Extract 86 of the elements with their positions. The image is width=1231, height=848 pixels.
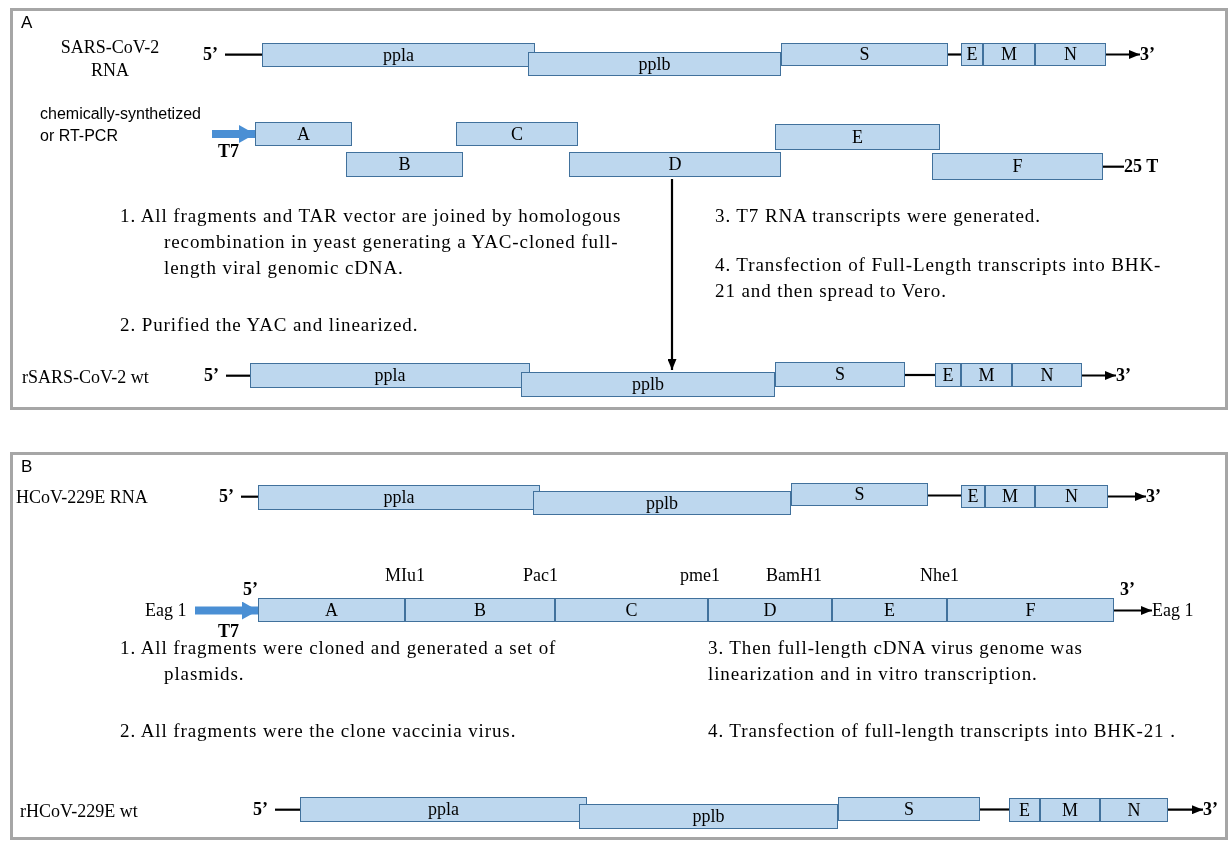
- panel-frame: [10, 8, 1228, 410]
- gene-segment-box: S: [838, 797, 980, 821]
- gene-segment-box: pplb: [528, 52, 781, 76]
- gene-segment-box: F: [932, 153, 1103, 180]
- step-text: 3. Then full-length cDNA virus genome was linearization and in vitro transcription.: [708, 636, 1084, 686]
- gene-segment-box: A: [255, 122, 352, 146]
- gene-segment-box: C: [555, 598, 708, 622]
- arrow: [1106, 50, 1140, 59]
- end-label: 5’: [204, 364, 226, 388]
- gene-segment-box: D: [569, 152, 781, 177]
- gene-segment-box: F: [947, 598, 1114, 622]
- genome-line: [928, 494, 961, 497]
- end-label: 5’: [203, 43, 225, 67]
- gene-segment-box: pplb: [533, 491, 791, 515]
- genome-line: [226, 374, 250, 377]
- restriction-site-label: MIu1: [385, 564, 425, 587]
- restriction-site-label: Pac1: [523, 564, 558, 587]
- gene-segment-box: E: [935, 363, 961, 387]
- gene-segment-box: N: [1035, 485, 1108, 508]
- arrow: [667, 179, 677, 370]
- step-text: 4. Transfection of Full-Length transcripts into BHK-21 and then spread to Vero.: [715, 253, 1163, 303]
- gene-segment-box: N: [1035, 43, 1106, 66]
- genome-line: [1103, 165, 1124, 168]
- source-note: chemically-synthetized or RT-PCR: [40, 103, 212, 148]
- gene-segment-box: S: [791, 483, 928, 506]
- genome-line: [980, 808, 1009, 811]
- gene-segment-box: E: [775, 124, 940, 150]
- gene-segment-box: ppla: [300, 797, 587, 822]
- gene-segment-box: S: [775, 362, 905, 387]
- panel-letter: A: [21, 13, 33, 33]
- restriction-site-label: Nhe1: [920, 564, 959, 587]
- genome-line: [241, 495, 258, 498]
- sequence-name: rSARS-CoV-2 wt: [22, 366, 149, 389]
- gene-segment-box: A: [258, 598, 405, 622]
- gene-segment-box: S: [781, 43, 948, 66]
- gene-segment-box: B: [405, 598, 555, 622]
- arrow: [1114, 606, 1152, 615]
- gene-segment-box: pplb: [579, 804, 838, 829]
- gene-segment-box: E: [832, 598, 947, 622]
- gene-segment-box: D: [708, 598, 832, 622]
- gene-segment-box: C: [456, 122, 578, 146]
- genome-line: [225, 53, 262, 56]
- gene-segment-box: ppla: [250, 363, 530, 388]
- genome-line: [905, 373, 935, 377]
- site-label: Eag 1: [145, 599, 195, 623]
- gene-segment-box: E: [961, 485, 985, 508]
- sequence-name: SARS-CoV-2 RNA: [59, 36, 161, 83]
- genome-line: [948, 53, 961, 56]
- end-label: T7: [218, 140, 239, 163]
- end-label: 5’: [243, 578, 258, 601]
- gene-segment-box: ppla: [258, 485, 540, 510]
- arrow: [1082, 371, 1116, 380]
- restriction-site-label: pme1: [680, 564, 720, 587]
- gene-segment-box: ppla: [262, 43, 535, 67]
- gene-segment-box: M: [983, 43, 1035, 66]
- step-text: 1. All fragments and TAR vector are joined by homologous recombination in yeast generating a YAC-cloned full-length viral genomic cDNA.: [120, 204, 623, 280]
- end-label: 3’: [1140, 43, 1162, 67]
- end-label: 5’: [219, 485, 241, 509]
- gene-segment-box: pplb: [521, 372, 775, 397]
- restriction-site-label: BamH1: [766, 564, 822, 587]
- site-label: Eag 1: [1152, 599, 1202, 623]
- genome-line: [275, 808, 300, 811]
- sequence-name: HCoV-229E RNA: [16, 486, 148, 509]
- arrow: [1108, 492, 1146, 501]
- gene-segment-box: N: [1012, 363, 1082, 387]
- step-text: 4. Transfection of full-length transcripts into BHK-21 .: [708, 719, 1176, 743]
- end-label: 3’: [1120, 578, 1135, 601]
- step-text: 2. Purified the YAC and linearized.: [120, 313, 419, 337]
- gene-segment-box: M: [961, 363, 1012, 387]
- end-label: 5’: [253, 798, 275, 822]
- gene-segment-box: M: [1040, 798, 1100, 822]
- end-label: 3’: [1116, 364, 1138, 388]
- gene-segment-box: N: [1100, 798, 1168, 822]
- panel-letter: B: [21, 457, 33, 477]
- end-label: 25 T: [1124, 155, 1170, 179]
- arrow: [1168, 805, 1203, 815]
- end-label: 3’: [1146, 485, 1168, 509]
- gene-segment-box: M: [985, 485, 1035, 508]
- step-text: 3. T7 RNA transcripts were generated.: [715, 204, 1041, 228]
- step-text: 2. All fragments were the clone vaccinia virus.: [120, 719, 517, 743]
- gene-segment-box: B: [346, 152, 463, 177]
- gene-segment-box: E: [1009, 798, 1040, 822]
- gene-segment-box: E: [961, 43, 983, 66]
- panel-frame: [10, 452, 1228, 840]
- sequence-name: rHCoV-229E wt: [20, 800, 138, 823]
- end-label: 3’: [1203, 798, 1225, 822]
